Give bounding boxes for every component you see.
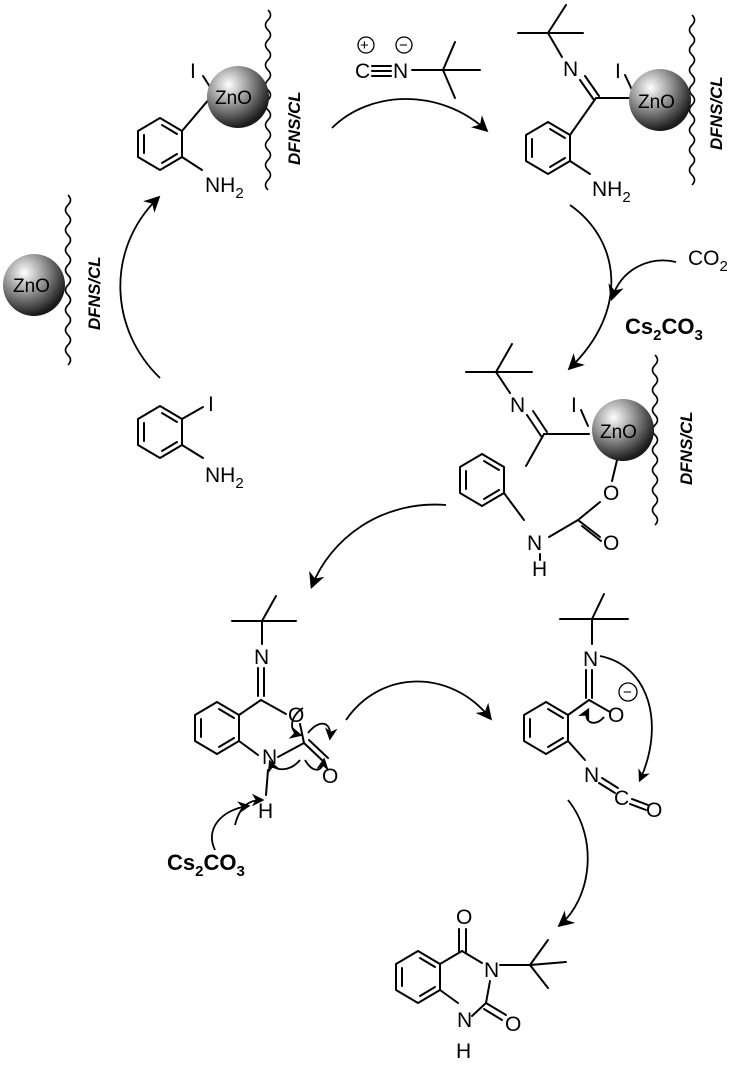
zno-nanoparticle-ball bbox=[3, 254, 65, 316]
iodo-label: I bbox=[208, 393, 214, 416]
tert-butyl-isocyanide: + − C N bbox=[355, 36, 481, 99]
support-surface-wavy bbox=[688, 14, 696, 186]
zno-nanoparticle-ball bbox=[207, 66, 269, 128]
arrow-isocyanide-insertion bbox=[331, 98, 489, 133]
zno-label: ZnO bbox=[215, 88, 252, 109]
arrow-cyclization bbox=[557, 799, 589, 928]
iodo-label: I bbox=[571, 394, 577, 417]
hydrogen-label: H bbox=[258, 800, 273, 823]
nitrogen-label: N bbox=[583, 648, 598, 671]
zno-label: ZnO bbox=[638, 92, 675, 113]
support-label: DFNS/CL bbox=[707, 76, 726, 150]
oxidative-addition-intermediate: I NH2 ZnO DFNS/CL bbox=[137, 9, 304, 202]
support-surface-wavy bbox=[651, 354, 659, 526]
zno-label: ZnO bbox=[600, 422, 637, 443]
benzoxazine-imine-intermediate: N O N H O bbox=[194, 595, 338, 826]
ring-oxygen-label: O bbox=[603, 482, 619, 505]
cyclic-carbamate-zinc-intermediate: N I N H O O ZnO DFNS/CL bbox=[459, 343, 696, 581]
zno-nanoparticle-ball bbox=[629, 69, 691, 131]
cs2co3-reagent-label-top: Cs2CO3 bbox=[625, 314, 703, 344]
support-surface-wavy bbox=[64, 194, 72, 366]
ring-oxygen-label: O bbox=[288, 704, 304, 727]
isocyanate-carbon-label: C bbox=[614, 787, 629, 810]
hydrogen-label: H bbox=[532, 558, 547, 581]
nh-ring-label: N bbox=[527, 532, 542, 555]
n1-label: N bbox=[457, 1009, 472, 1032]
isocyanate-imidate-intermediate: N O − N C O bbox=[523, 593, 662, 822]
arrow-ring-opening bbox=[345, 680, 493, 721]
alkoxide-oxygen-label: O bbox=[608, 704, 624, 727]
c4-carbonyl-oxygen-label: O bbox=[456, 906, 472, 929]
nitrogen-label: N bbox=[510, 394, 525, 417]
nitrogen-label: N bbox=[563, 58, 578, 81]
zno-label: ZnO bbox=[13, 276, 50, 297]
minus-charge: − bbox=[623, 684, 632, 701]
free-catalyst: ZnO DFNS/CL bbox=[3, 194, 104, 366]
iodo-label: I bbox=[190, 60, 196, 83]
isocyanate-oxygen-label: O bbox=[646, 799, 662, 822]
isocyanate-nitrogen-label: N bbox=[584, 764, 599, 787]
arrow-carboxylation bbox=[567, 204, 613, 371]
support-label: DFNS/CL bbox=[85, 256, 104, 330]
amine-label: NH2 bbox=[205, 464, 244, 492]
carbonyl-oxygen-label: O bbox=[322, 765, 338, 788]
nitrogen-label: N bbox=[254, 646, 269, 669]
co2-label: CO2 bbox=[688, 247, 728, 275]
plus-charge: + bbox=[360, 37, 369, 54]
quinazolinedione-product: O N O N H bbox=[395, 906, 567, 1063]
arrow-co2-addition bbox=[608, 259, 677, 302]
amine-label: NH2 bbox=[592, 178, 631, 206]
support-label: DFNS/CL bbox=[285, 91, 304, 165]
arrow-oxidative-addition bbox=[119, 195, 161, 379]
cs2co3-reagent-label-bottom: Cs2CO3 bbox=[167, 850, 245, 880]
zno-nanoparticle-ball bbox=[592, 399, 654, 461]
c2-carbonyl-oxygen-label: O bbox=[505, 1013, 521, 1036]
n3-label: N bbox=[484, 959, 499, 982]
carbonyl-oxygen-label: O bbox=[603, 532, 619, 555]
iodoaniline-starting-material: I NH2 bbox=[137, 393, 244, 492]
support-label: DFNS/CL bbox=[677, 411, 696, 485]
iodo-label: I bbox=[615, 60, 621, 83]
nitrogen-label: N bbox=[393, 60, 408, 83]
nh-ring-label: N bbox=[262, 746, 277, 769]
amine-label: NH2 bbox=[205, 174, 244, 202]
minus-charge: − bbox=[399, 37, 408, 54]
n1-hydrogen-label: H bbox=[456, 1040, 471, 1063]
imidoyl-zinc-intermediate: N I NH2 ZnO DFNS/CL bbox=[517, 4, 726, 206]
carbon-label: C bbox=[355, 60, 370, 83]
arrow-catalyst-release bbox=[309, 503, 447, 590]
